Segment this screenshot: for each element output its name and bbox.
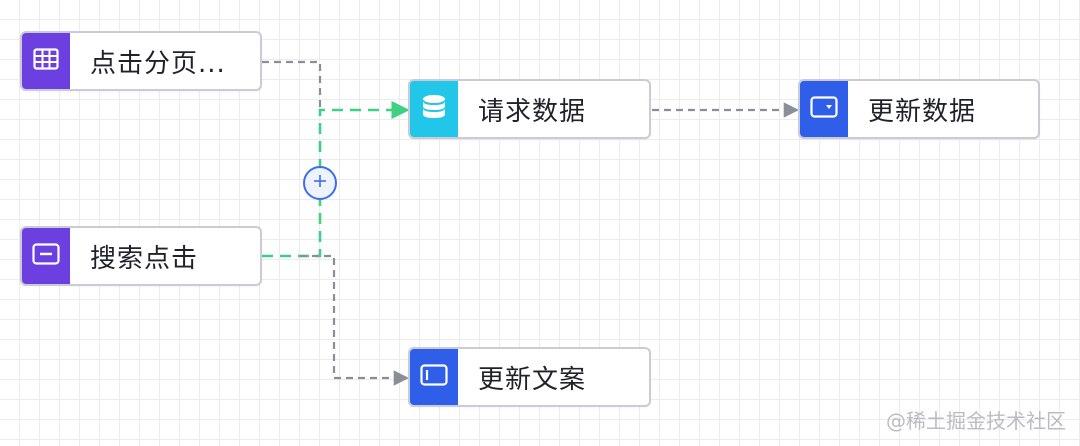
node-label: 点击分页...: [90, 48, 226, 79]
node-badge: [22, 228, 70, 284]
node-badge: [410, 81, 458, 137]
edge-search-to-update-copy[interactable]: [300, 254, 410, 386]
watermark: @稀土掘金技术社区: [886, 409, 1066, 433]
node-badge: [800, 81, 848, 137]
node-search-click[interactable]: 搜索点击: [20, 226, 262, 286]
node-label: 更新文案: [478, 364, 587, 395]
text-field-icon: [420, 363, 448, 391]
node-label: 搜索点击: [90, 243, 199, 274]
database-icon: [421, 94, 447, 125]
node-request-data[interactable]: 请求数据: [408, 79, 651, 139]
node-update-data[interactable]: 更新数据: [798, 79, 1040, 139]
node-click-paging[interactable]: 点击分页...: [20, 31, 262, 91]
node-label: 请求数据: [478, 96, 587, 127]
plus-icon: [312, 173, 328, 194]
node-label: 更新数据: [868, 96, 977, 127]
node-badge: [22, 33, 70, 89]
select-dropdown-icon: [810, 95, 838, 123]
table-icon: [33, 47, 59, 75]
node-update-copy[interactable]: 更新文案: [408, 347, 651, 407]
node-badge: [410, 349, 458, 405]
add-node-button[interactable]: [303, 166, 337, 200]
input-field-icon: [32, 242, 60, 270]
edge-paging-to-request[interactable]: [262, 60, 322, 108]
